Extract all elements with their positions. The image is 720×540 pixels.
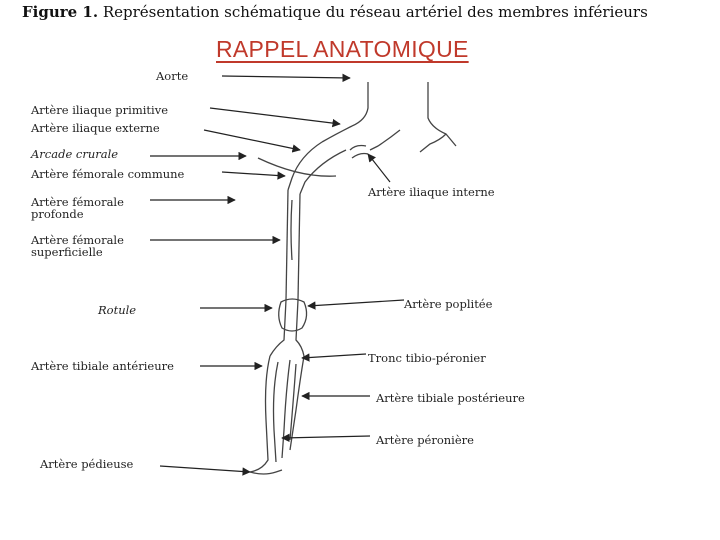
label-tibiale-anterieure: Artère tibiale antérieure — [31, 359, 174, 373]
figure-caption: Figure 1. Représentation schématique du … — [22, 3, 720, 21]
patella-shape — [278, 298, 308, 332]
label-iliaque-primitive: Artère iliaque primitive — [31, 103, 169, 117]
label-tibiale-posterieure: Artère tibiale postérieure — [376, 391, 525, 405]
label-rotule: Rotule — [98, 303, 137, 317]
figure-caption-text: Représentation schématique du réseau art… — [102, 3, 648, 21]
label-iliaque-externe: Artère iliaque externe — [31, 121, 160, 135]
aorta-shape — [351, 82, 369, 127]
label-tronc-tibio-peronier: Tronc tibio-péronier — [368, 351, 486, 365]
label-aorte: Aorte — [156, 69, 189, 83]
label-peroniere: Artère péronière — [376, 433, 474, 447]
label-femorale-commune: Artère fémorale commune — [31, 167, 185, 181]
label-pedieuse: Artère pédieuse — [40, 457, 134, 471]
label-femorale-superficielle: Artère fémorale superficielle — [31, 233, 124, 259]
artery-tree — [249, 82, 457, 475]
label-iliaque-interne: Artère iliaque interne — [368, 185, 495, 199]
label-poplitee: Artère poplitée — [404, 297, 493, 311]
slide-title: RAPPEL ANATOMIQUE — [216, 36, 469, 62]
label-arcade-crurale: Arcade crurale — [31, 147, 119, 161]
figure-number: Figure 1. — [22, 3, 99, 21]
label-femorale-profonde: Artère fémorale profonde — [31, 195, 124, 221]
label-arrows — [150, 73, 405, 476]
